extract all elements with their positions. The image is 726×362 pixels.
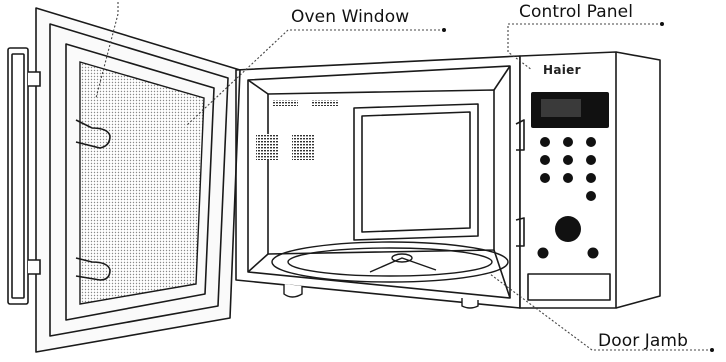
control-panel-pointer-dot bbox=[660, 22, 664, 26]
brand-logo-text: Haier bbox=[543, 63, 581, 77]
dial-knob[interactable] bbox=[555, 216, 581, 242]
oven-window-label: Oven Window bbox=[291, 7, 409, 27]
door-jamb-pointer-dot bbox=[710, 348, 714, 352]
oven-cavity bbox=[236, 56, 520, 308]
display-inner bbox=[541, 99, 581, 117]
turntable bbox=[272, 242, 508, 282]
oven-window bbox=[80, 62, 204, 304]
oven-window-pointer-dot bbox=[442, 28, 446, 32]
start-button[interactable] bbox=[588, 248, 599, 259]
stop-button[interactable] bbox=[538, 248, 549, 259]
control-panel-label: Control Panel bbox=[519, 2, 633, 22]
door-jamb-label: Door Jamb bbox=[598, 331, 688, 351]
